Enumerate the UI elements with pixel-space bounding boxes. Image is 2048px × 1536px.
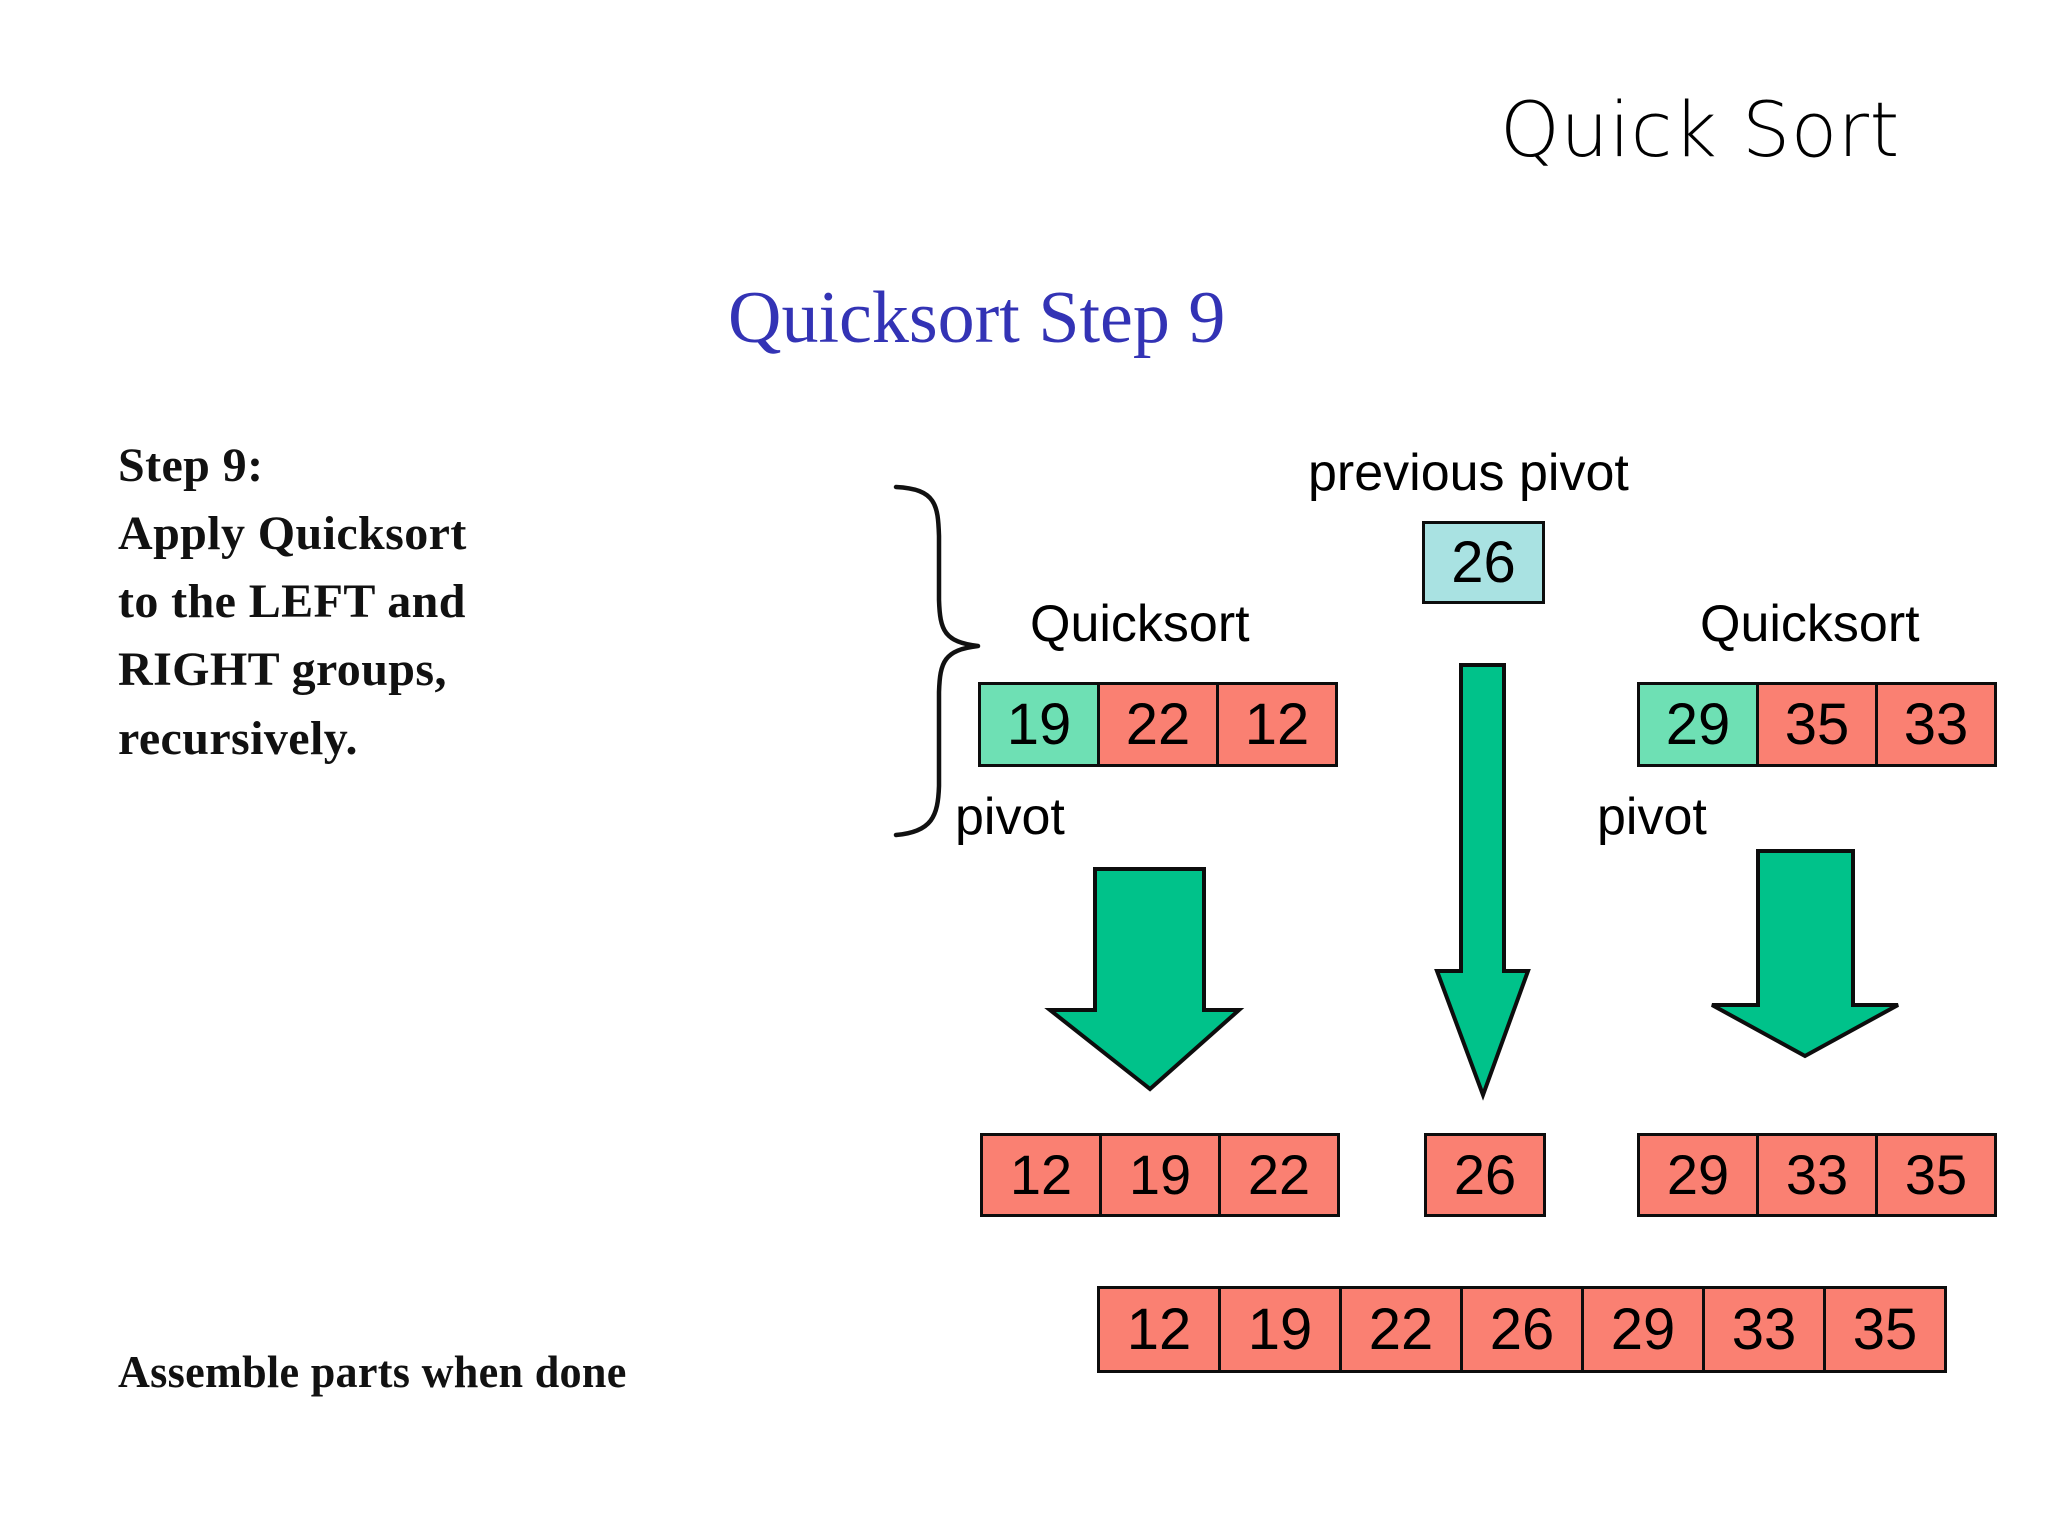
grouping-brace xyxy=(893,484,981,838)
array-cell-pivot: 29 xyxy=(1637,682,1759,767)
array-cell: 22 xyxy=(1218,1133,1340,1217)
array-previous-pivot: 26 xyxy=(1422,521,1545,604)
array-cell: 29 xyxy=(1637,1133,1759,1217)
step-line-3: to the LEFT and xyxy=(118,575,466,629)
quicksort-label-left: Quicksort xyxy=(1030,595,1250,653)
pivot-label-right: pivot xyxy=(1597,788,1707,846)
array-cell: 35 xyxy=(1756,682,1878,767)
step-line-5: recursively. xyxy=(118,711,358,765)
arrow-down-left xyxy=(1044,867,1245,1092)
array-sorted-left: 12 19 22 xyxy=(980,1133,1340,1217)
array-cell: 26 xyxy=(1460,1286,1584,1373)
array-cell: 19 xyxy=(1218,1286,1342,1373)
array-unsorted-left: 19 22 12 xyxy=(978,682,1338,767)
array-cell-pivot: 19 xyxy=(978,682,1100,767)
array-cell: 22 xyxy=(1339,1286,1463,1373)
array-cell: 33 xyxy=(1875,682,1997,767)
arrow-down-previous-pivot xyxy=(1434,663,1531,1101)
quicksort-label-right: Quicksort xyxy=(1700,595,1920,653)
array-cell: 26 xyxy=(1424,1133,1546,1217)
array-cell: 33 xyxy=(1756,1133,1878,1217)
array-cell: 12 xyxy=(1216,682,1338,767)
array-cell: 12 xyxy=(980,1133,1102,1217)
step-line-2: Apply Quicksort xyxy=(118,507,467,561)
array-unsorted-right: 29 35 33 xyxy=(1637,682,1997,767)
step-line-1: Step 9: xyxy=(118,439,264,492)
array-cell: 33 xyxy=(1702,1286,1826,1373)
step-description: Step 9: Apply Quicksort to the LEFT and … xyxy=(118,432,738,773)
assemble-note: Assemble parts when done xyxy=(118,1346,627,1397)
array-cell: 35 xyxy=(1823,1286,1947,1373)
step-line-4: RIGHT groups, xyxy=(118,643,447,697)
array-cell: 22 xyxy=(1097,682,1219,767)
arrow-down-right xyxy=(1711,849,1899,1059)
array-sorted-middle: 26 xyxy=(1424,1133,1546,1217)
array-assembled-final: 12 19 22 26 29 33 35 xyxy=(1097,1286,1947,1373)
array-cell: 19 xyxy=(1099,1133,1221,1217)
array-cell: 12 xyxy=(1097,1286,1221,1373)
slide-subtitle: Quicksort Step 9 xyxy=(728,277,1226,359)
page-title: Quick Sort xyxy=(1500,85,1900,174)
previous-pivot-label: previous pivot xyxy=(1308,444,1629,502)
array-sorted-right: 29 33 35 xyxy=(1637,1133,1997,1217)
array-cell: 29 xyxy=(1581,1286,1705,1373)
array-cell: 35 xyxy=(1875,1133,1997,1217)
array-cell: 26 xyxy=(1422,521,1545,604)
pivot-label-left: pivot xyxy=(955,788,1065,846)
